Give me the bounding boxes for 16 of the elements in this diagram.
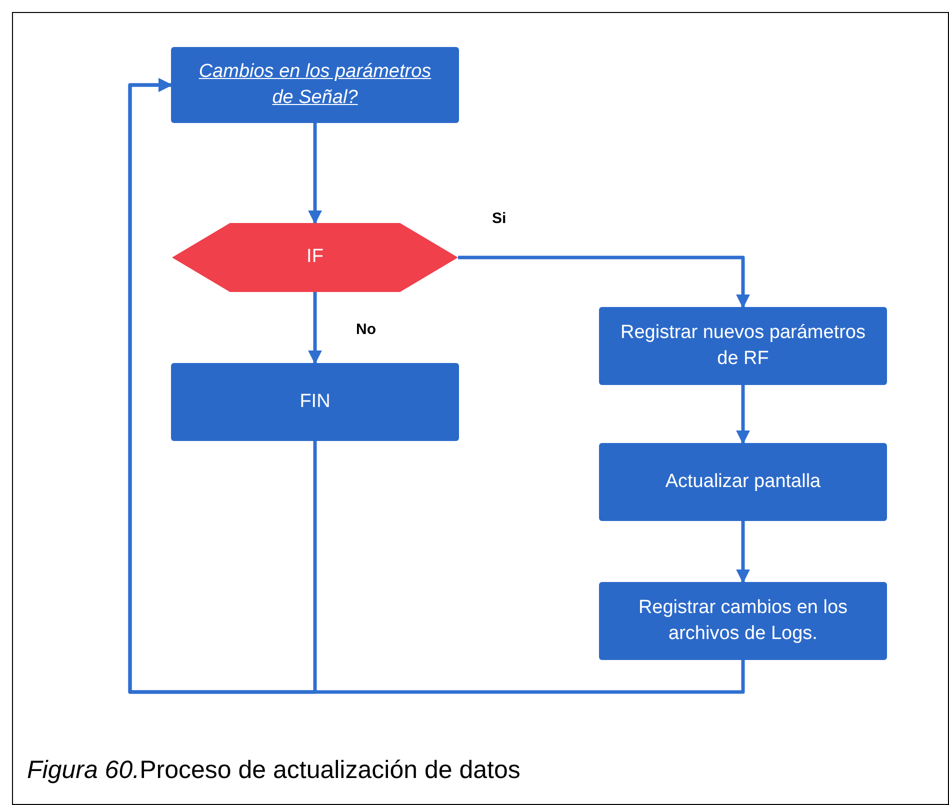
arrow xyxy=(308,123,322,224)
arrow xyxy=(308,292,322,364)
process-box: FIN xyxy=(171,363,459,441)
decision-hexagon: IF xyxy=(172,223,458,292)
process-box: Registrar nuevos parámetros de RF xyxy=(599,307,887,385)
arrow xyxy=(128,78,745,694)
arrow xyxy=(736,521,750,584)
edge-label: No xyxy=(354,322,378,337)
process-box: Actualizar pantalla xyxy=(599,443,887,521)
edge-label: Si xyxy=(490,211,508,226)
process-box: Registrar cambios en los archivos de Logs. xyxy=(599,582,887,660)
arrow xyxy=(736,385,750,444)
process-box: Cambios en los parámetros de Señal? xyxy=(171,47,459,123)
figure-number: Figura 60. xyxy=(27,755,140,786)
arrow xyxy=(458,256,750,308)
figure-caption: Proceso de actualización de datos xyxy=(140,755,520,786)
